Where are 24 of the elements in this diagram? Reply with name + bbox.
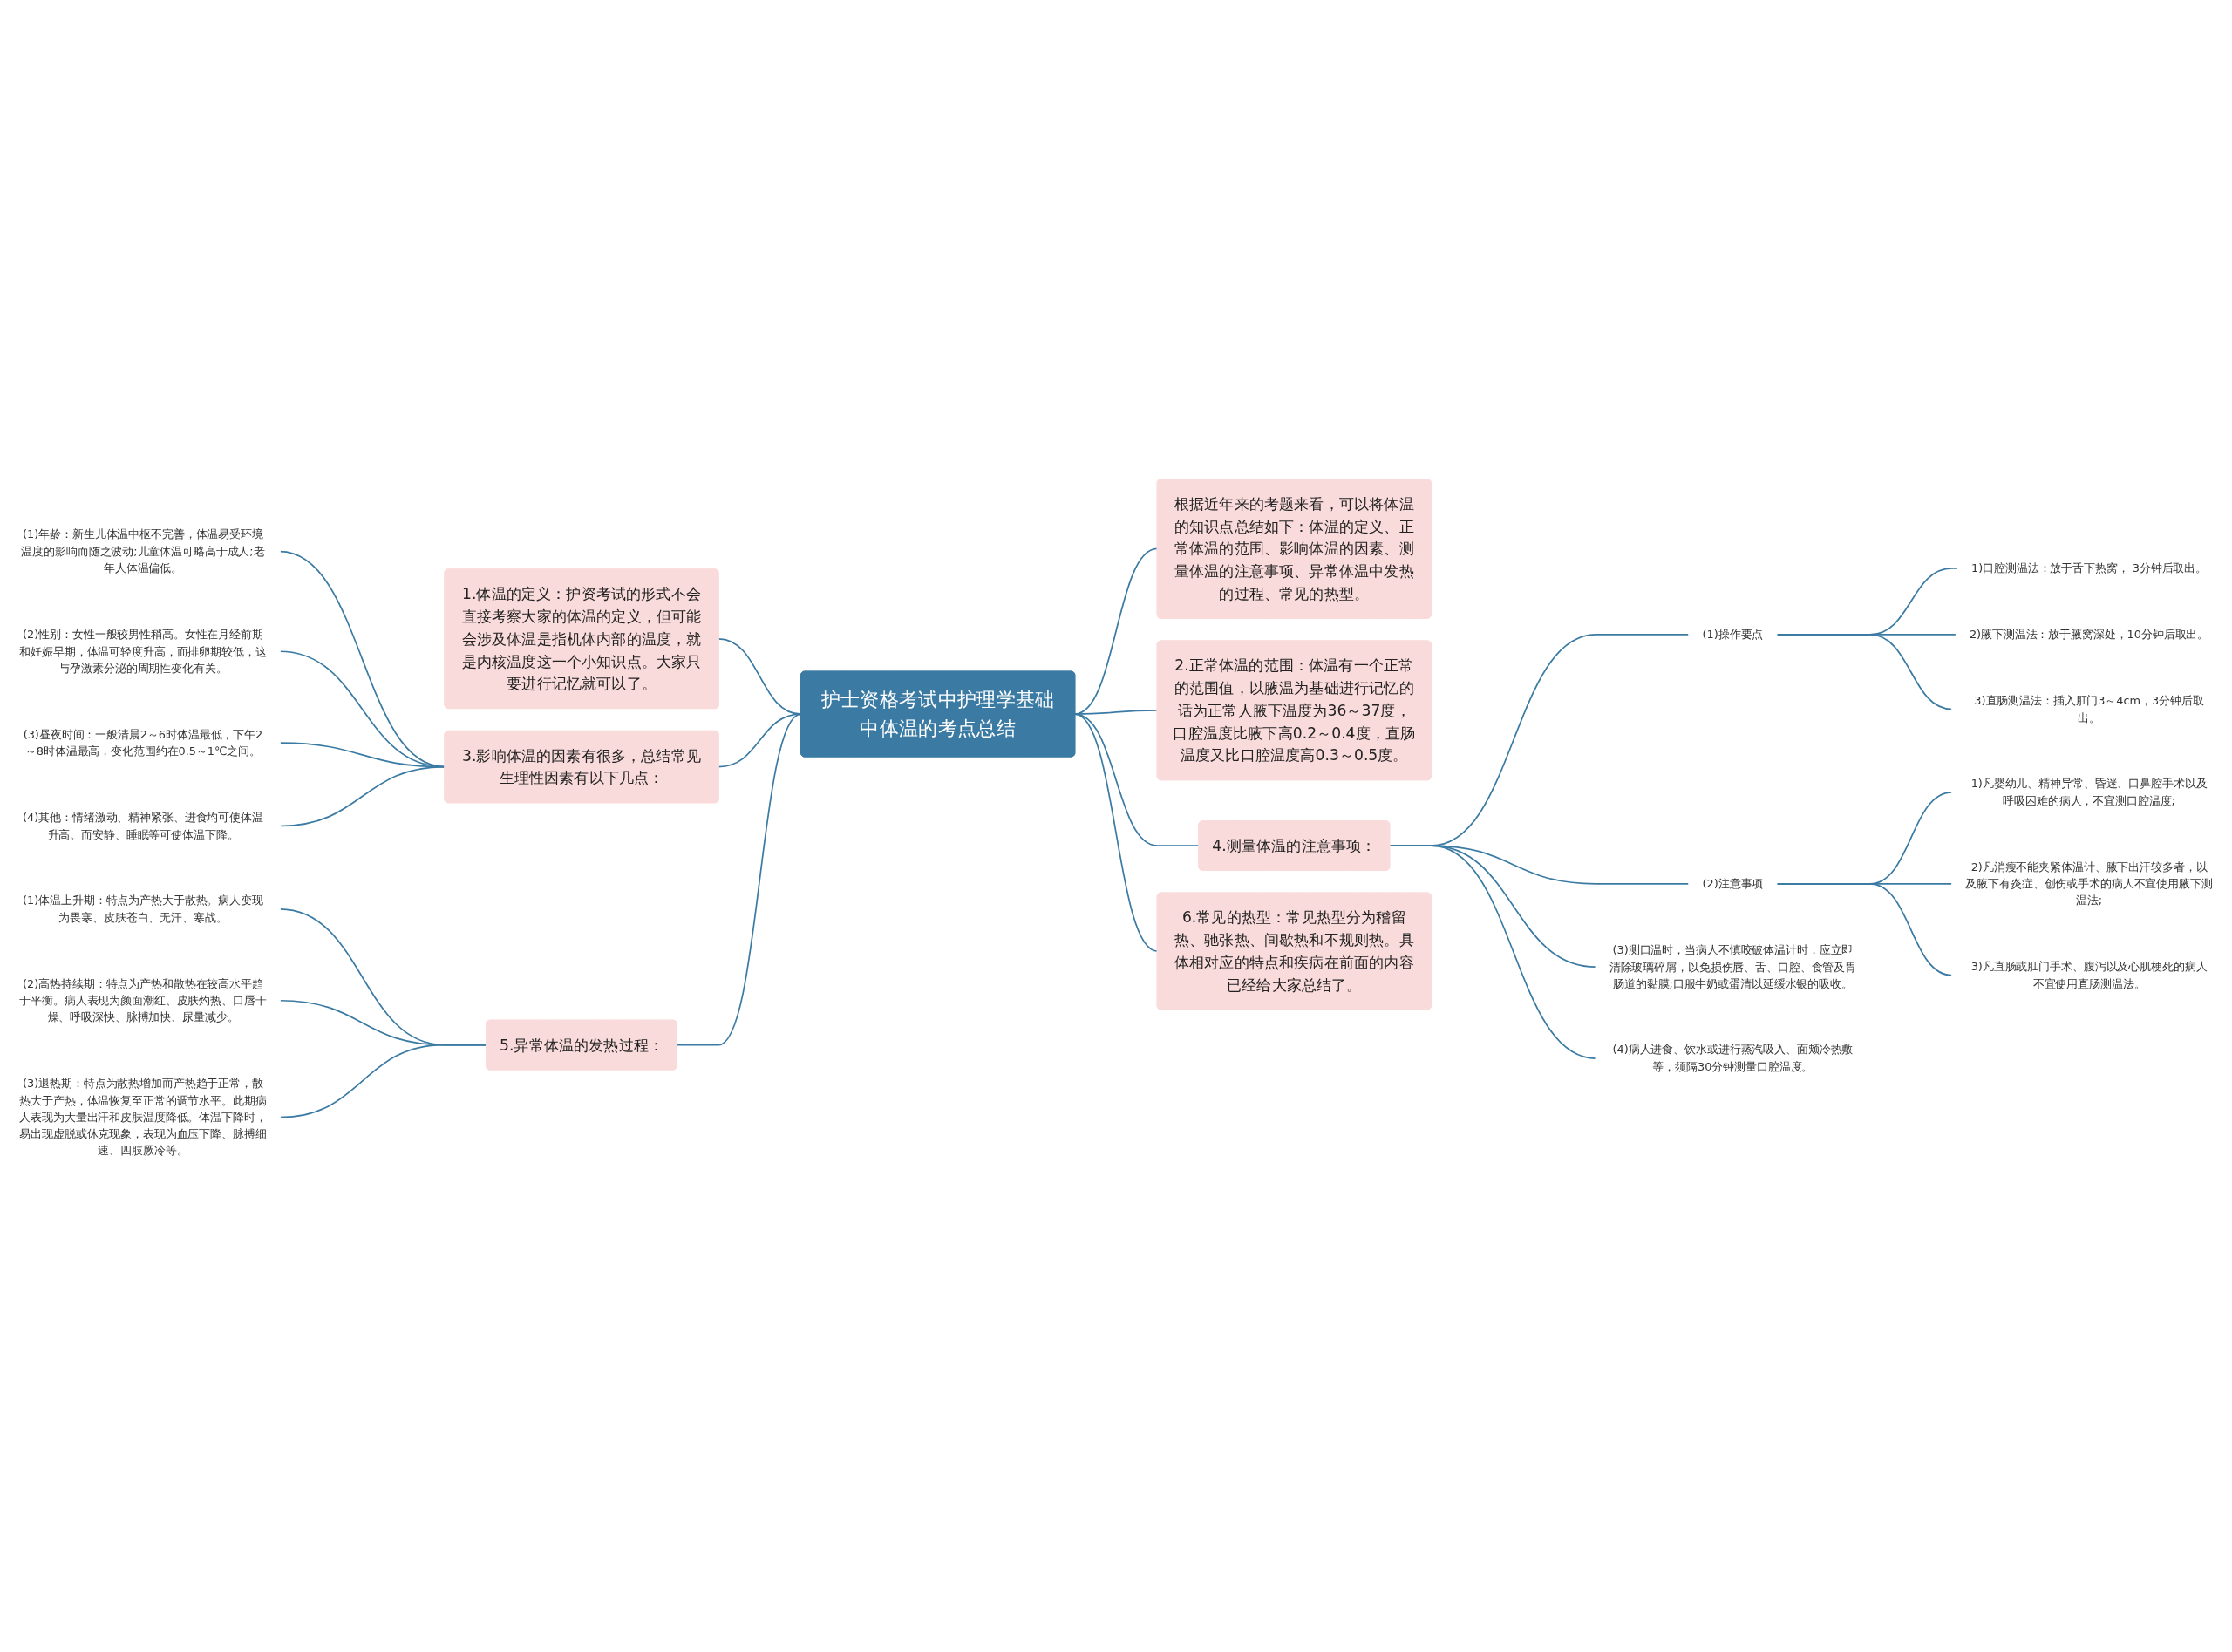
node-text: (2)高热持续期：特点为产热和散热在较高水平趋于平衡。病人表现为颜面潮红、皮肤灼热、口唇干燥、呼吸深快、脉搏加快、尿量减少。 xyxy=(19,976,267,1024)
node-text: 1)凡婴幼儿、精神异常、昏迷、口鼻腔手术以及呼吸困难的病人，不宜测口腔温度; xyxy=(1970,777,2208,808)
node-text: (3)昼夜时间：一般清晨2～6时体温最低，下午2～8时体温最高，变化范围约在0.5～1℃之间。 xyxy=(23,727,263,758)
connector xyxy=(1775,882,1953,976)
node-text: 3)凡直肠或肛门手术、腹泻以及心肌梗死的病人不宜使用直肠测温法。 xyxy=(1970,960,2208,990)
connector xyxy=(1775,634,1953,710)
connector xyxy=(718,713,802,768)
node-text: (4)病人进食、饮水或进行蒸汽吸入、面颊冷热敷等，须隔30分钟测量口腔温度。 xyxy=(1612,1043,1854,1074)
node-text: (2)注意事项 xyxy=(1702,876,1764,891)
connector xyxy=(1073,713,1159,952)
node-text: (4)其他：情绪激动、精神紧张、进食均可使体温升高。而安静、睡眠等可使体温下降。 xyxy=(23,810,263,841)
node-text: (1)操作要点 xyxy=(1702,628,1764,642)
node-text: (3)退热期：特点为散热增加而产热趋于正常，散热大于产热，体温恢复至正常的调节水平。此期病人表现为大量出汗和皮肤温度降低。体温下降时，易出现虚脱或休克现象，表现为血压下降、脉搏细速、四肢厥冷等。 xyxy=(19,1077,267,1158)
node-text: 2)腋下测温法：放于腋窝深处，10分钟后取出。 xyxy=(1969,628,2209,642)
node-text: 2)凡消瘦不能夹紧体温计、腋下出汗较多者，以及腋下有炎症、创伤或手术的病人不宜使用腋下测温法; xyxy=(1965,860,2213,908)
node-text: (2)性别：女性一般较男性稍高。女性在月经前期和妊娠早期，体温可轻度升高，而排卵期较低，这与孕激素分泌的周期性变化有关。 xyxy=(19,628,267,676)
connector xyxy=(676,713,802,1046)
node-text: 3)直肠测温法：插入肛门3～4cm，3分钟后取出。 xyxy=(1974,693,2204,724)
node-text: (1)年龄：新生儿体温中枢不完善，体温易受环境温度的影响而随之波动;儿童体温可略高于成人;老年人体温偏低。 xyxy=(21,527,265,575)
connector xyxy=(279,765,446,827)
node-text: 1)口腔测温法：放于舌下热窝， 3分钟后取出。 xyxy=(1970,561,2208,575)
connector xyxy=(279,1044,487,1118)
node-text: (3)测口温时，当病人不慎咬破体温计时，应立即清除玻璃碎屑，以免损伤唇、舌、口腔、食管及胃肠道的黏膜;口服牛奶或蛋清以延缓水银的吸收。 xyxy=(1609,942,1857,990)
node-text: (1)体温上升期：特点为产热大于散热。病人变现为畏寒、皮肤苍白、无汗、寒战。 xyxy=(23,894,263,924)
